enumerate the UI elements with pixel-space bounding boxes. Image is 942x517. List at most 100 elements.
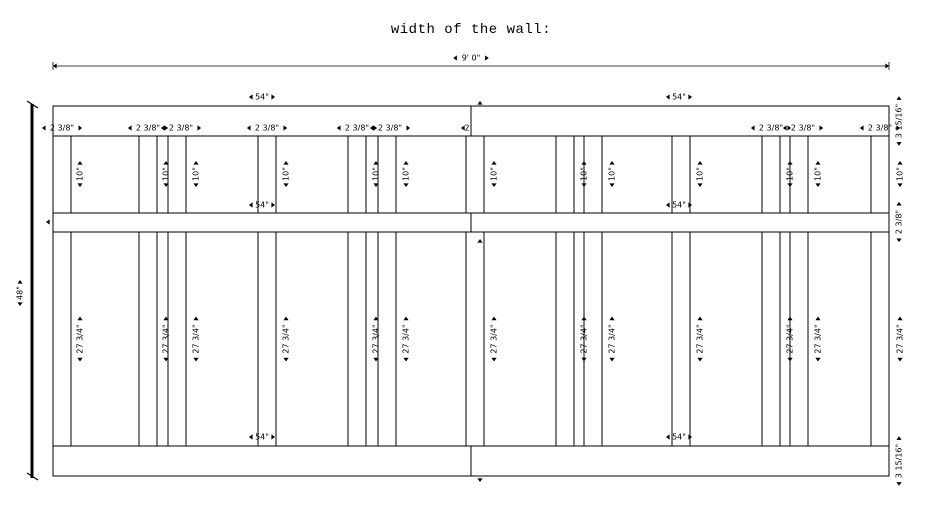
- top-rail-height-label-arrow-up: [896, 96, 902, 100]
- stile-width-label-arrow-left: [246, 125, 251, 131]
- upper-panel-height-label-arrow-down: [609, 183, 615, 188]
- lower-panel-height-label-arrow-up: [163, 316, 169, 321]
- lower-panel-height-label: 27 3/4": [372, 324, 381, 353]
- rail-width-label-arrow-right: [271, 434, 276, 440]
- lower-panel-height-label-arrow-up: [697, 316, 703, 321]
- lower-panel-height-label-arrow-down: [609, 357, 615, 362]
- stile-width-label-arrow-right: [819, 125, 824, 131]
- stile-width-label-arrow-right: [283, 125, 288, 131]
- center-marker-bottom: [477, 478, 483, 482]
- lower-panel-height-label-arrow-down: [815, 357, 821, 362]
- upper-panel-height-label-arrow-up: [491, 160, 497, 165]
- stile-width-label-arrow-right: [197, 125, 202, 131]
- overall-height-label-arrow-down: [17, 302, 23, 307]
- lower-panel-height-label-arrow-up: [609, 316, 615, 321]
- rail-width-label-arrow-right: [271, 202, 276, 208]
- stile-width-cut-label: 2: [464, 124, 469, 133]
- rail-width-label-arrow-left: [248, 434, 253, 440]
- stile-width-label-arrow-right: [164, 125, 169, 131]
- stile-width-label-arrow-right: [896, 125, 901, 131]
- middle-rail-height-label-arrow-up: [896, 201, 902, 206]
- bottom-rail-height-label: 3 15/16": [895, 444, 904, 478]
- stile-width-label-arrow-left: [336, 125, 341, 131]
- lower-panel-height-label-arrow-up: [77, 316, 83, 321]
- stile-width-label: 2 3/8": [759, 124, 783, 133]
- stile-width-label: 2 3/8": [868, 124, 892, 133]
- lower-panel-height-label-arrow-down: [403, 357, 409, 362]
- upper-panel-height-label: 10": [814, 167, 823, 181]
- stile-width-label-arrow-right: [787, 125, 792, 131]
- upper-panel-height-label-arrow-up: [609, 160, 615, 165]
- lower-panel-height-label-arrow-down: [163, 357, 169, 362]
- upper-panel-height-label: 10": [76, 167, 85, 181]
- lower-panel-height-label-arrow-up: [373, 316, 379, 321]
- lower-panel-height-label-arrow-up: [897, 316, 903, 321]
- lower-panel-height-label-arrow-up: [815, 316, 821, 321]
- upper-panel-height-label-arrow-up: [815, 160, 821, 165]
- upper-panel-height-label-arrow-up: [581, 160, 587, 165]
- lower-panel-height-label: 27 3/4": [608, 324, 617, 353]
- rail-width-label-arrow-right: [688, 202, 693, 208]
- overall-width-arrow-right: [885, 63, 889, 69]
- overall-width-label-arrow-right: [485, 55, 489, 61]
- center-marker-mid: [477, 239, 483, 243]
- upper-panel-height-label-arrow-down: [77, 183, 83, 188]
- upper-panel-height-label-arrow-down: [697, 183, 703, 188]
- lower-panel-height-label: 27 3/4": [162, 324, 171, 353]
- rail-width-label-arrow-right: [271, 94, 276, 100]
- upper-panel-height-label-arrow-down: [283, 183, 289, 188]
- upper-panel-height-label-arrow-up: [163, 160, 169, 165]
- stile-width-label: 2 3/8": [791, 124, 815, 133]
- stile-width-label: 2 3/8": [136, 124, 160, 133]
- upper-panel-height-label-arrow-down: [815, 183, 821, 188]
- rail-width-label-arrow-left: [248, 94, 253, 100]
- lower-panel-height-label-arrow-down: [697, 357, 703, 362]
- rail-width-label-arrow-right: [688, 94, 693, 100]
- stile-width-cut-arrow: [461, 125, 465, 131]
- lower-panel-height-label-arrow-down: [581, 357, 587, 362]
- wall-outline: [52, 105, 890, 477]
- stile-width-label: 2 3/8": [378, 124, 402, 133]
- top-rail-height-label-arrow-down: [896, 142, 902, 146]
- lower-panel-height-label-arrow-down: [897, 357, 903, 362]
- stile-width-label-arrow-left: [160, 125, 165, 131]
- upper-panel-height-label-arrow-down: [373, 183, 379, 188]
- stile-width-label-arrow-left: [859, 125, 864, 131]
- stile-width-label-arrow-left: [369, 125, 374, 131]
- rail-width-label-arrow-left: [665, 94, 670, 100]
- lower-panel-height-label: 27 3/4": [192, 324, 201, 353]
- lower-panel-height-label: 27 3/4": [814, 324, 823, 353]
- rail-width-label: 54": [672, 93, 686, 102]
- overall-height-label: 48": [16, 286, 25, 300]
- upper-panel-height-label: 10": [192, 167, 201, 181]
- lower-panel-height-label-arrow-up: [403, 316, 409, 321]
- upper-panel-height-label-arrow-up: [283, 160, 289, 165]
- lower-panel-height-label: 27 3/4": [490, 324, 499, 353]
- overall-height-label-arrow-up: [17, 279, 23, 284]
- upper-panel-height-label: 10": [402, 167, 411, 181]
- rail-width-label-arrow-left: [665, 434, 670, 440]
- lower-panel-height-label: 27 3/4": [896, 324, 905, 353]
- upper-panel-height-label-arrow-up: [787, 160, 793, 165]
- stile-width-label-arrow-left: [750, 125, 755, 131]
- drawing-title: width of the wall:: [390, 22, 552, 38]
- stile-width-label-arrow-right: [78, 125, 83, 131]
- stile-width-label: 2 3/8": [345, 124, 369, 133]
- center-marker-top: [477, 101, 483, 105]
- upper-panel-height-label-arrow-down: [163, 183, 169, 188]
- middle-rail-height-label-arrow-down: [896, 238, 902, 243]
- lower-panel-height-label-arrow-down: [787, 357, 793, 362]
- overall-height-tick-top: [26, 100, 39, 109]
- lower-panel-height-label: 27 3/4": [402, 324, 411, 353]
- rail-width-label-arrow-left: [665, 202, 670, 208]
- upper-panel-height-label-arrow-down: [897, 183, 903, 188]
- lower-panel-height-label-arrow-up: [283, 316, 289, 321]
- upper-panel-height-label: 10": [786, 167, 795, 181]
- overall-height-tick-bottom: [26, 472, 39, 481]
- top-rail-height-label: 3 15/16": [895, 104, 904, 138]
- upper-panel-height-label-arrow-up: [193, 160, 199, 165]
- upper-panel-height-label: 10": [282, 167, 291, 181]
- stile-width-label: 2 3/8": [255, 124, 279, 133]
- lower-panel-height-label-arrow-up: [581, 316, 587, 321]
